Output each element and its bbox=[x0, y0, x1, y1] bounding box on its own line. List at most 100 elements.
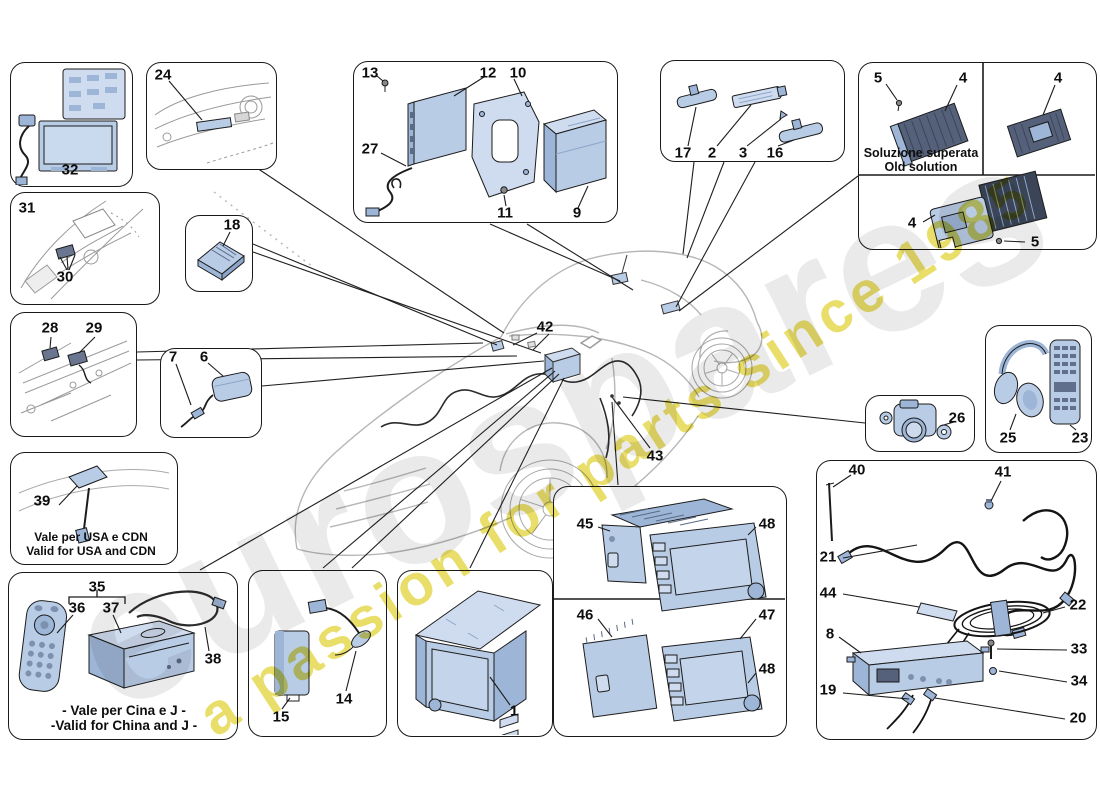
part-label-40: 40 bbox=[848, 461, 866, 479]
part-label-16: 16 bbox=[766, 144, 784, 162]
part-label-39: 39 bbox=[33, 492, 51, 510]
china-kit-drawing bbox=[18, 590, 227, 692]
part-label-4-old: 4 bbox=[958, 69, 968, 87]
quarter-antenna-module bbox=[660, 300, 681, 315]
head-unit-drawing bbox=[414, 590, 542, 735]
part-label-14: 14 bbox=[335, 690, 353, 708]
part-label-33: 33 bbox=[1070, 640, 1088, 658]
caption-old-solution-it: Soluzione superata bbox=[863, 146, 979, 160]
part-label-35: 35 bbox=[88, 578, 106, 596]
box-radio-units bbox=[553, 486, 787, 737]
box-roof-antenna-usa bbox=[10, 452, 178, 565]
box-headphones-remote bbox=[985, 325, 1092, 453]
part-label-22: 22 bbox=[1069, 596, 1087, 614]
part-label-42: 42 bbox=[536, 318, 554, 336]
part-label-3: 3 bbox=[738, 144, 748, 162]
box-head-unit bbox=[397, 570, 553, 737]
part-label-4-new: 4 bbox=[907, 214, 917, 232]
part-label-27: 27 bbox=[361, 140, 379, 158]
wiring-tuner-drawing bbox=[825, 474, 1077, 734]
part-label-26: 26 bbox=[948, 409, 966, 427]
box-dash-location bbox=[146, 62, 277, 170]
clip-42 bbox=[490, 339, 505, 352]
part-label-6: 6 bbox=[199, 348, 209, 366]
box-wiring-tuner bbox=[816, 460, 1097, 740]
part-label-48-top: 48 bbox=[758, 515, 776, 533]
console-drawing bbox=[20, 200, 144, 300]
caption-usa-cdn: Vale per USA e CDN Valid for USA and CDN bbox=[12, 530, 170, 558]
part-label-32: 32 bbox=[61, 161, 79, 179]
part-label-1: 1 bbox=[509, 702, 519, 720]
caption-china-j: - Vale per Cina e J - -Valid for China a… bbox=[26, 703, 222, 733]
part-label-44: 44 bbox=[819, 584, 837, 602]
gps-antenna-drawing bbox=[175, 362, 253, 428]
part-label-28: 28 bbox=[41, 319, 59, 337]
roof-antenna-drawing bbox=[18, 465, 170, 544]
old-ecu-drawing bbox=[889, 102, 969, 167]
part-label-8: 8 bbox=[825, 625, 835, 643]
amplifier-assembly-drawing bbox=[365, 75, 608, 217]
box-chassis-modules bbox=[10, 312, 137, 437]
part-label-5-old: 5 bbox=[873, 69, 883, 87]
part-label-43: 43 bbox=[646, 447, 664, 465]
part-label-24: 24 bbox=[154, 66, 172, 84]
part-label-11: 11 bbox=[497, 204, 513, 222]
part-label-36: 36 bbox=[68, 599, 86, 617]
box-china-kit bbox=[8, 572, 238, 740]
leader-lines bbox=[136, 161, 866, 571]
caption-china-j-en: -Valid for China and J - bbox=[50, 718, 198, 733]
part-label-48-bottom: 48 bbox=[758, 660, 776, 678]
display-kit-drawing bbox=[15, 68, 126, 185]
radio-units-drawing bbox=[554, 498, 785, 722]
box-display-kit bbox=[10, 62, 133, 187]
box-camera bbox=[865, 395, 975, 452]
harness-21-drawing bbox=[842, 541, 1077, 637]
caption-china-j-it: - Vale per Cina e J - bbox=[62, 703, 186, 718]
old-ecu2-drawing bbox=[1006, 108, 1072, 158]
dash-location-drawing bbox=[154, 80, 274, 164]
part-label-10: 10 bbox=[509, 64, 527, 82]
antenna-amplifiers-drawing bbox=[676, 84, 823, 147]
part-label-30: 30 bbox=[56, 268, 74, 286]
box-console bbox=[10, 192, 160, 305]
part-label-29: 29 bbox=[85, 319, 103, 337]
caption-usa-cdn-en: Valid for USA and CDN bbox=[26, 543, 156, 558]
part-label-31: 31 bbox=[18, 199, 36, 217]
chassis-modules-drawing bbox=[18, 336, 132, 422]
part-label-19: 19 bbox=[819, 681, 837, 699]
box-card-module bbox=[185, 215, 253, 292]
part-label-37: 37 bbox=[102, 599, 120, 617]
part-label-47: 47 bbox=[758, 606, 776, 624]
part-label-17: 17 bbox=[674, 144, 692, 162]
part-label-7: 7 bbox=[168, 348, 178, 366]
part-label-12: 12 bbox=[479, 64, 497, 82]
part-label-25: 25 bbox=[999, 429, 1017, 447]
dash-harness-sketch bbox=[380, 360, 642, 459]
part-label-34: 34 bbox=[1070, 672, 1088, 690]
part-label-41: 41 bbox=[994, 463, 1012, 481]
part-label-15: 15 bbox=[272, 708, 290, 726]
caption-usa-cdn-it: Vale per USA e CDN bbox=[34, 530, 148, 544]
part-label-4-alt: 4 bbox=[1053, 69, 1063, 87]
part-label-2: 2 bbox=[707, 144, 717, 162]
box-ecu-solutions bbox=[858, 62, 1097, 250]
new-ecu-drawing bbox=[929, 170, 1048, 248]
card-module-drawing bbox=[197, 231, 245, 282]
part-label-38: 38 bbox=[204, 650, 222, 668]
headphones-remote-drawing bbox=[993, 339, 1081, 431]
part-label-18: 18 bbox=[223, 216, 241, 234]
on-car-components bbox=[490, 254, 681, 405]
box-gps-antenna bbox=[160, 348, 262, 438]
box-antenna-amplifiers bbox=[660, 60, 845, 162]
part-label-46: 46 bbox=[576, 606, 594, 624]
part-label-9: 9 bbox=[572, 204, 582, 222]
coiled-cable-22-drawing bbox=[953, 599, 1051, 638]
caption-old-solution-en: Old solution bbox=[884, 160, 958, 174]
part-label-20: 20 bbox=[1069, 709, 1087, 727]
part-label-13: 13 bbox=[361, 64, 379, 82]
box-module-mic bbox=[248, 570, 387, 737]
remote-36-drawing bbox=[18, 600, 67, 692]
part-label-23: 23 bbox=[1071, 429, 1089, 447]
